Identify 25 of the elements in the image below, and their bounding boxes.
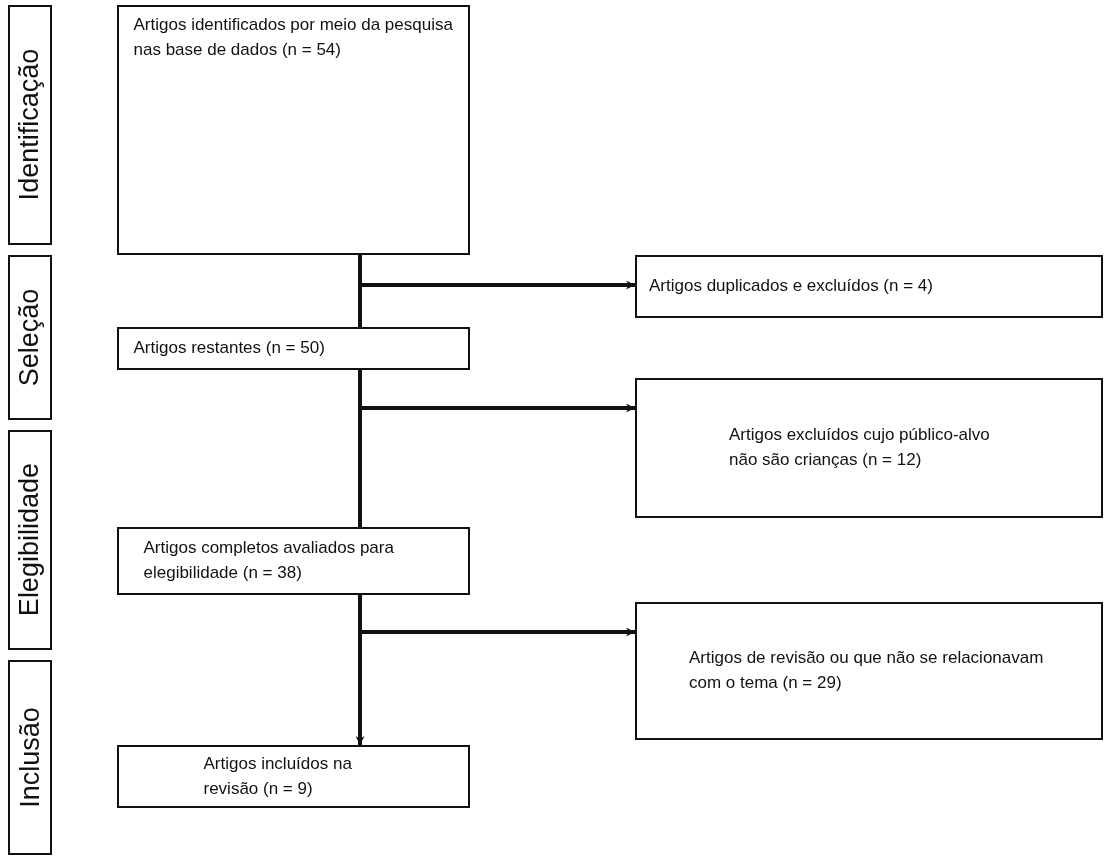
process-box — [635, 255, 1103, 318]
phase-label: Inclusão — [13, 707, 46, 808]
phase-label: Seleção — [13, 288, 46, 387]
box-text: Artigos incluídos na revisão (n = 9) — [203, 752, 353, 800]
phase-box — [8, 5, 52, 245]
arrow — [358, 595, 635, 637]
process-box — [117, 527, 470, 595]
process-box — [117, 5, 470, 255]
box-text: Artigos de revisão ou que não se relacionavam com o tema (n = 29) — [689, 647, 1045, 694]
box-text: Artigos excluídos cujo público-alvo não são crianças (n = 12) — [729, 424, 991, 471]
phase-box — [8, 255, 52, 420]
process-box — [117, 745, 470, 808]
box-text: Artigos completos avaliados para elegibilidade (n = 38) — [143, 537, 395, 584]
process-box — [117, 327, 470, 370]
box-text: Artigos restantes (n = 50) — [133, 337, 326, 360]
phase-label: Identificação — [13, 49, 46, 201]
phase-label: Elegibilidade — [13, 463, 46, 617]
arrow — [358, 370, 635, 413]
phase-box — [8, 660, 52, 855]
phase-box — [8, 430, 52, 650]
arrow — [358, 255, 635, 290]
process-box — [635, 378, 1103, 518]
process-box — [635, 602, 1103, 740]
box-text: Artigos duplicados e excluídos (n = 4) — [649, 275, 934, 298]
box-text: Artigos identificados por meio da pesquisa nas base de dados (n = 54) — [133, 14, 454, 61]
